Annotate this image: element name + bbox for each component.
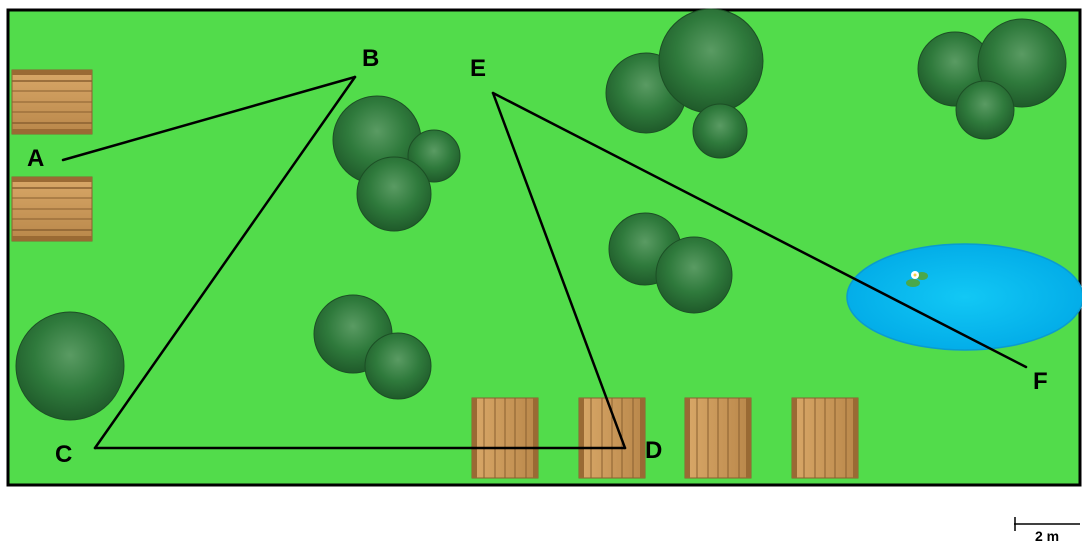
segment-d-e: [491, 91, 627, 450]
segment-a-b: [61, 75, 357, 162]
tree-icon: [917, 18, 1067, 140]
grass-field: [6, 8, 1082, 487]
tree-icon: [608, 212, 733, 314]
point-label-f: F: [1033, 368, 1048, 395]
bench-icon: [11, 176, 93, 242]
tree-icon: [605, 8, 764, 159]
point-label-c: C: [55, 441, 72, 468]
tree-icon: [332, 95, 461, 232]
point-label-e: E: [470, 55, 486, 82]
segment-e-f: [491, 91, 1028, 369]
scale-bar: 2 m: [1014, 517, 1080, 544]
bench-icon: [684, 397, 752, 479]
route-lines: [61, 75, 1028, 450]
segment-b-c: [93, 75, 357, 450]
bench-icon: [471, 397, 539, 479]
water-lily-icon: [906, 271, 928, 287]
pond-icon: [846, 243, 1082, 351]
scale-bar-label: 2 m: [1035, 528, 1059, 544]
point-label-a: A: [27, 145, 44, 172]
point-label-d: D: [645, 437, 662, 464]
bench-icon: [791, 397, 859, 479]
tree-icon: [15, 311, 125, 421]
point-label-b: B: [362, 45, 379, 72]
tree-icon: [313, 294, 432, 400]
bench-icon: [11, 69, 93, 135]
